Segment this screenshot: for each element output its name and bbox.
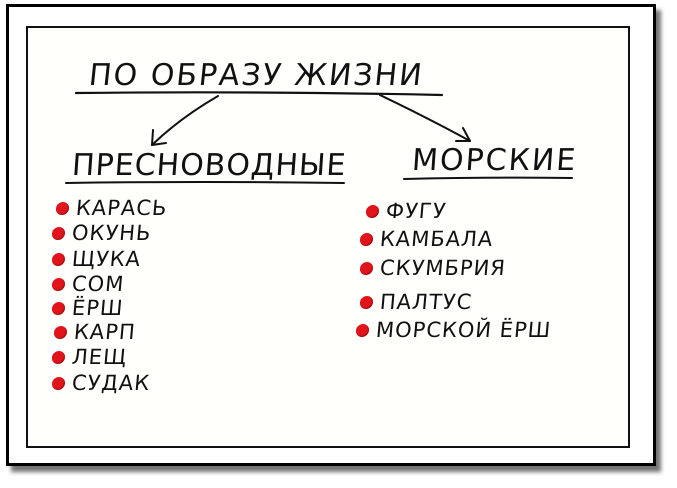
list-item: ЁРШ — [51, 296, 124, 320]
inner-border — [26, 26, 630, 448]
list-item: ЛЕЩ — [51, 345, 128, 369]
bullet-dot — [51, 226, 66, 240]
list-item: ЩУКА — [51, 247, 142, 271]
list-item: СОМ — [51, 272, 125, 296]
list-item: ПАЛТУС — [359, 290, 473, 314]
list-item: ФУГУ — [365, 199, 448, 223]
bullet-dot — [51, 252, 66, 266]
bullet-dot — [51, 301, 66, 315]
list-item-label: СКУМБРИЯ — [378, 256, 507, 280]
bullet-dot — [359, 295, 374, 309]
list-item-label: КАМБАЛА — [378, 227, 495, 251]
bullet-dot — [51, 350, 66, 364]
list-item-label: ЩУКА — [70, 247, 143, 271]
list-item: КАРП — [53, 320, 137, 344]
bullet-dot — [51, 376, 66, 390]
list-item: СУДАК — [51, 371, 151, 395]
list-item-label: ЛЕЩ — [70, 345, 129, 369]
bullet-dot — [355, 323, 370, 337]
list-item: МОРСКОЙ ЁРШ — [355, 318, 552, 342]
list-item-label: ФУГУ — [384, 199, 448, 223]
list-item: КАРАСЬ — [55, 196, 168, 220]
list-item: КАМБАЛА — [359, 227, 494, 251]
list-item-label: КАРП — [72, 320, 137, 344]
list-item: СКУМБРИЯ — [359, 256, 507, 280]
list-item-label: СОМ — [70, 272, 126, 296]
bullet-dot — [53, 325, 68, 339]
category-marine: МОРСКИЕ — [410, 143, 579, 178]
list-item-label: СУДАК — [70, 371, 152, 395]
diagram-title: ПО ОБРАЗУ ЖИЗНИ — [87, 58, 426, 93]
category-freshwater: ПРЕСНОВОДНЫЕ — [70, 148, 348, 183]
bullet-dot — [359, 261, 374, 275]
list-item-label: ПАЛТУС — [378, 290, 474, 314]
bullet-dot — [359, 232, 374, 246]
list-item-label: ОКУНЬ — [70, 221, 153, 245]
list-item-label: КАРАСЬ — [74, 196, 169, 220]
list-item-label: МОРСКОЙ ЁРШ — [374, 318, 553, 342]
bullet-dot — [55, 201, 70, 215]
bullet-dot — [365, 204, 380, 218]
list-item: ОКУНЬ — [51, 221, 153, 245]
bullet-dot — [51, 277, 66, 291]
list-item-label: ЁРШ — [70, 296, 125, 320]
